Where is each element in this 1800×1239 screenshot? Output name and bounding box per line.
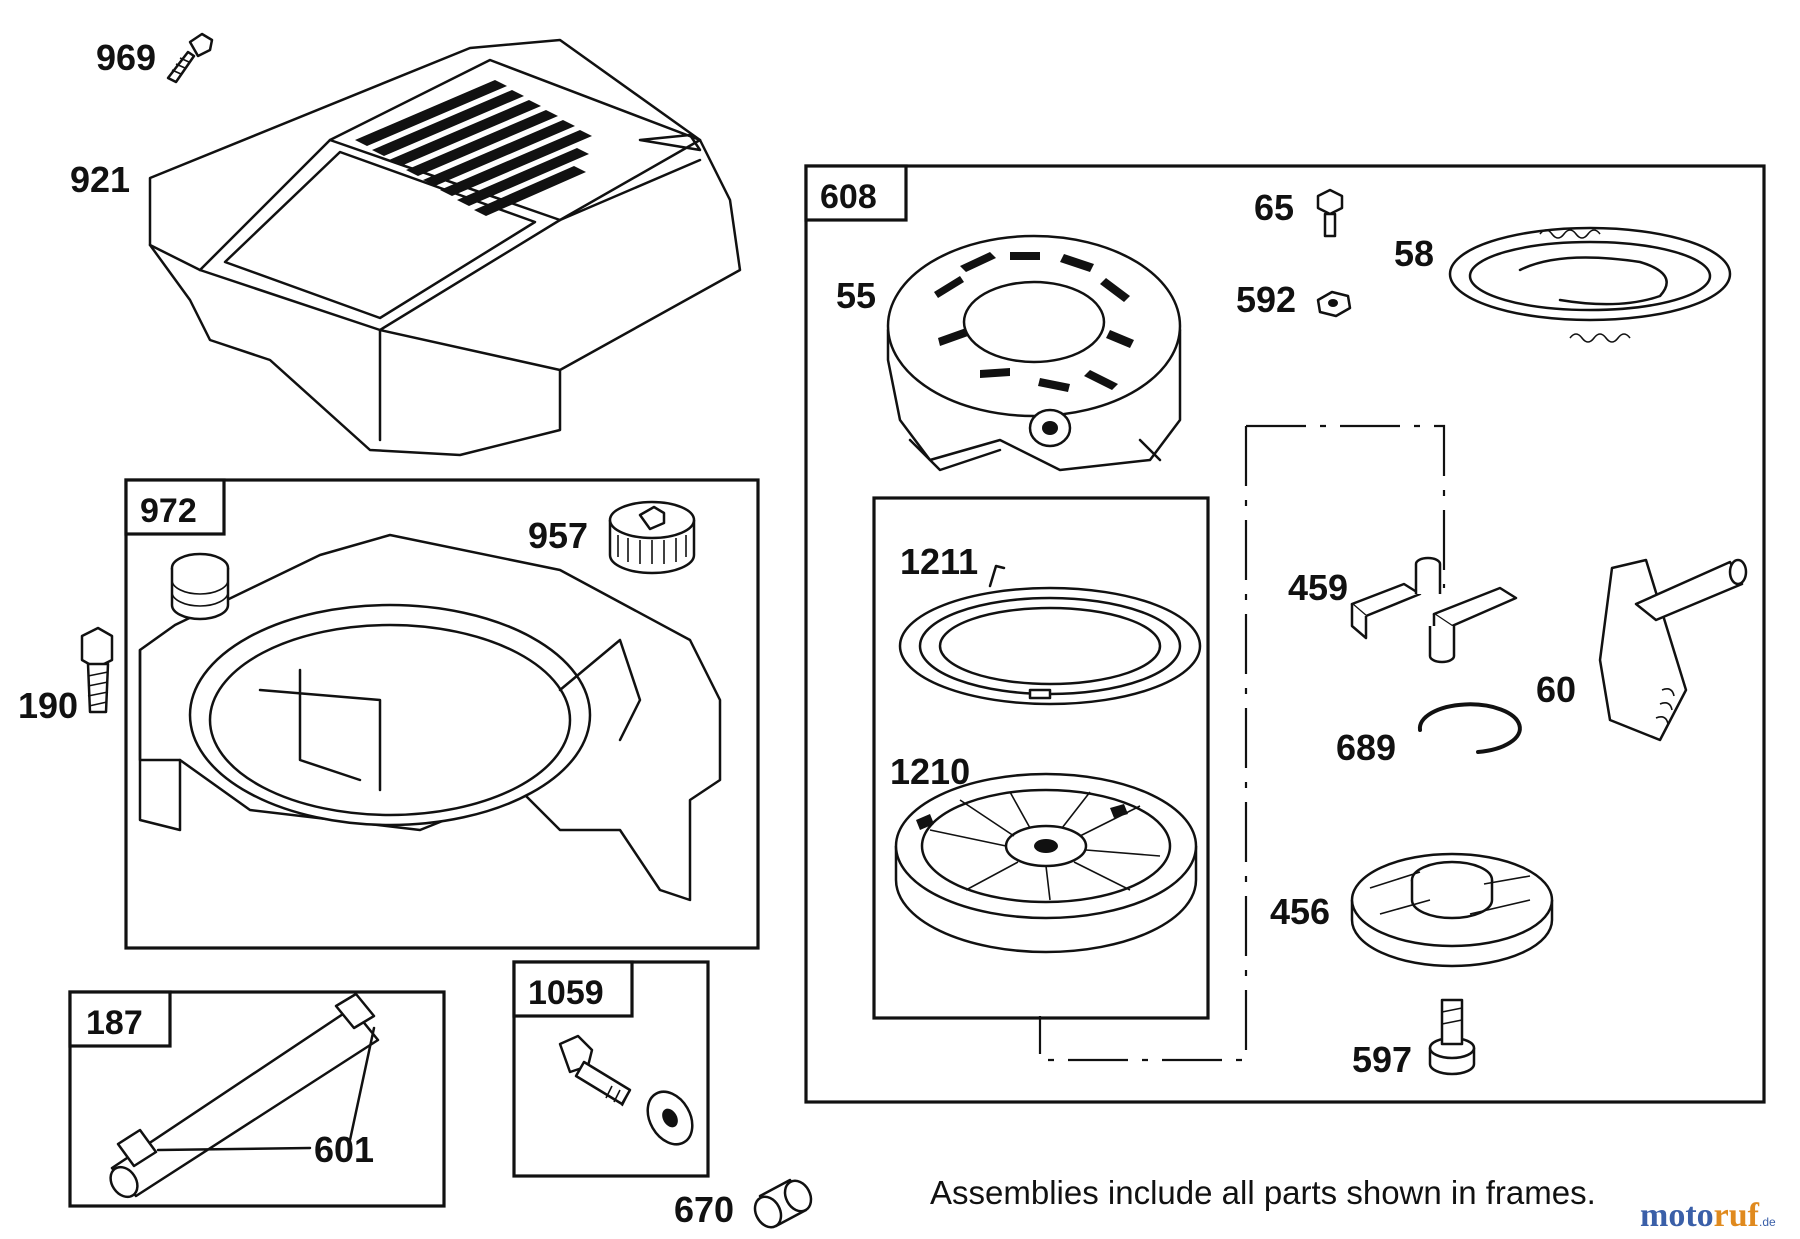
part-1059-screw-washer-drawing (558, 1034, 694, 1146)
label-921: 921 (70, 159, 130, 200)
label-670: 670 (674, 1189, 734, 1230)
label-972: 972 (140, 492, 197, 530)
frame-972 (124, 478, 760, 950)
label-456: 456 (1270, 891, 1330, 932)
part-670-spacer-drawing (753, 1178, 813, 1229)
label-65: 65 (1254, 187, 1294, 228)
frame-608 (804, 164, 1766, 1104)
label-1059: 1059 (528, 974, 604, 1012)
frame-1059-tag (512, 960, 634, 1018)
assembly-leader-line-2 (1038, 426, 1248, 1062)
frame-spring-pulley (872, 496, 1210, 1020)
part-60-handle-drawing (1598, 558, 1748, 742)
label-597: 597 (1352, 1039, 1412, 1080)
part-55-starter-housing-drawing (886, 234, 1182, 472)
frame-972-tag (124, 478, 226, 536)
frame-187 (68, 990, 446, 1208)
part-1210-pulley-drawing (894, 772, 1198, 954)
part-972-fuel-tank-drawing (138, 533, 722, 902)
label-957: 957 (528, 515, 588, 556)
part-592-nut-drawing (1316, 290, 1352, 318)
label-601: 601 (314, 1129, 374, 1170)
label-608: 608 (820, 178, 877, 216)
label-969: 969 (96, 37, 156, 78)
label-58: 58 (1394, 233, 1434, 274)
part-1211-spring-drawing (898, 564, 1202, 706)
svg-text:motoruf.de: motoruf.de (1640, 1197, 1776, 1234)
part-58-starter-rope-drawing (1448, 226, 1732, 343)
part-597-screw-drawing (1428, 998, 1476, 1076)
label-55: 55 (836, 275, 876, 316)
part-689-ring-drawing (1417, 702, 1522, 754)
frame-187-tag (68, 990, 172, 1048)
label-60: 60 (1536, 669, 1576, 710)
part-921-blower-housing-drawing (148, 38, 742, 457)
label-1211: 1211 (900, 541, 978, 582)
housing-grille (355, 80, 592, 216)
label-689: 689 (1336, 727, 1396, 768)
part-65-screw-drawing (1316, 188, 1344, 238)
part-957-fuel-cap-drawing (608, 500, 696, 575)
watermark-logo: motoruf.de (1640, 1197, 1776, 1234)
label-1210: 1210 (890, 751, 970, 792)
label-187: 187 (86, 1004, 143, 1042)
label-190: 190 (18, 685, 78, 726)
part-190-bolt-drawing (80, 626, 114, 714)
part-969-screw-drawing (166, 32, 214, 84)
part-456-ratchet-drawing (1350, 852, 1554, 968)
label-459: 459 (1288, 567, 1348, 608)
frame-608-tag (804, 164, 908, 222)
assemblies-note: Assemblies include all parts shown in fr… (930, 1174, 1596, 1211)
assembly-leader-line (1246, 424, 1446, 588)
label-592: 592 (1236, 279, 1296, 320)
part-187-fuel-line-drawing (109, 992, 380, 1199)
part-459-pawls-drawing (1350, 556, 1518, 664)
